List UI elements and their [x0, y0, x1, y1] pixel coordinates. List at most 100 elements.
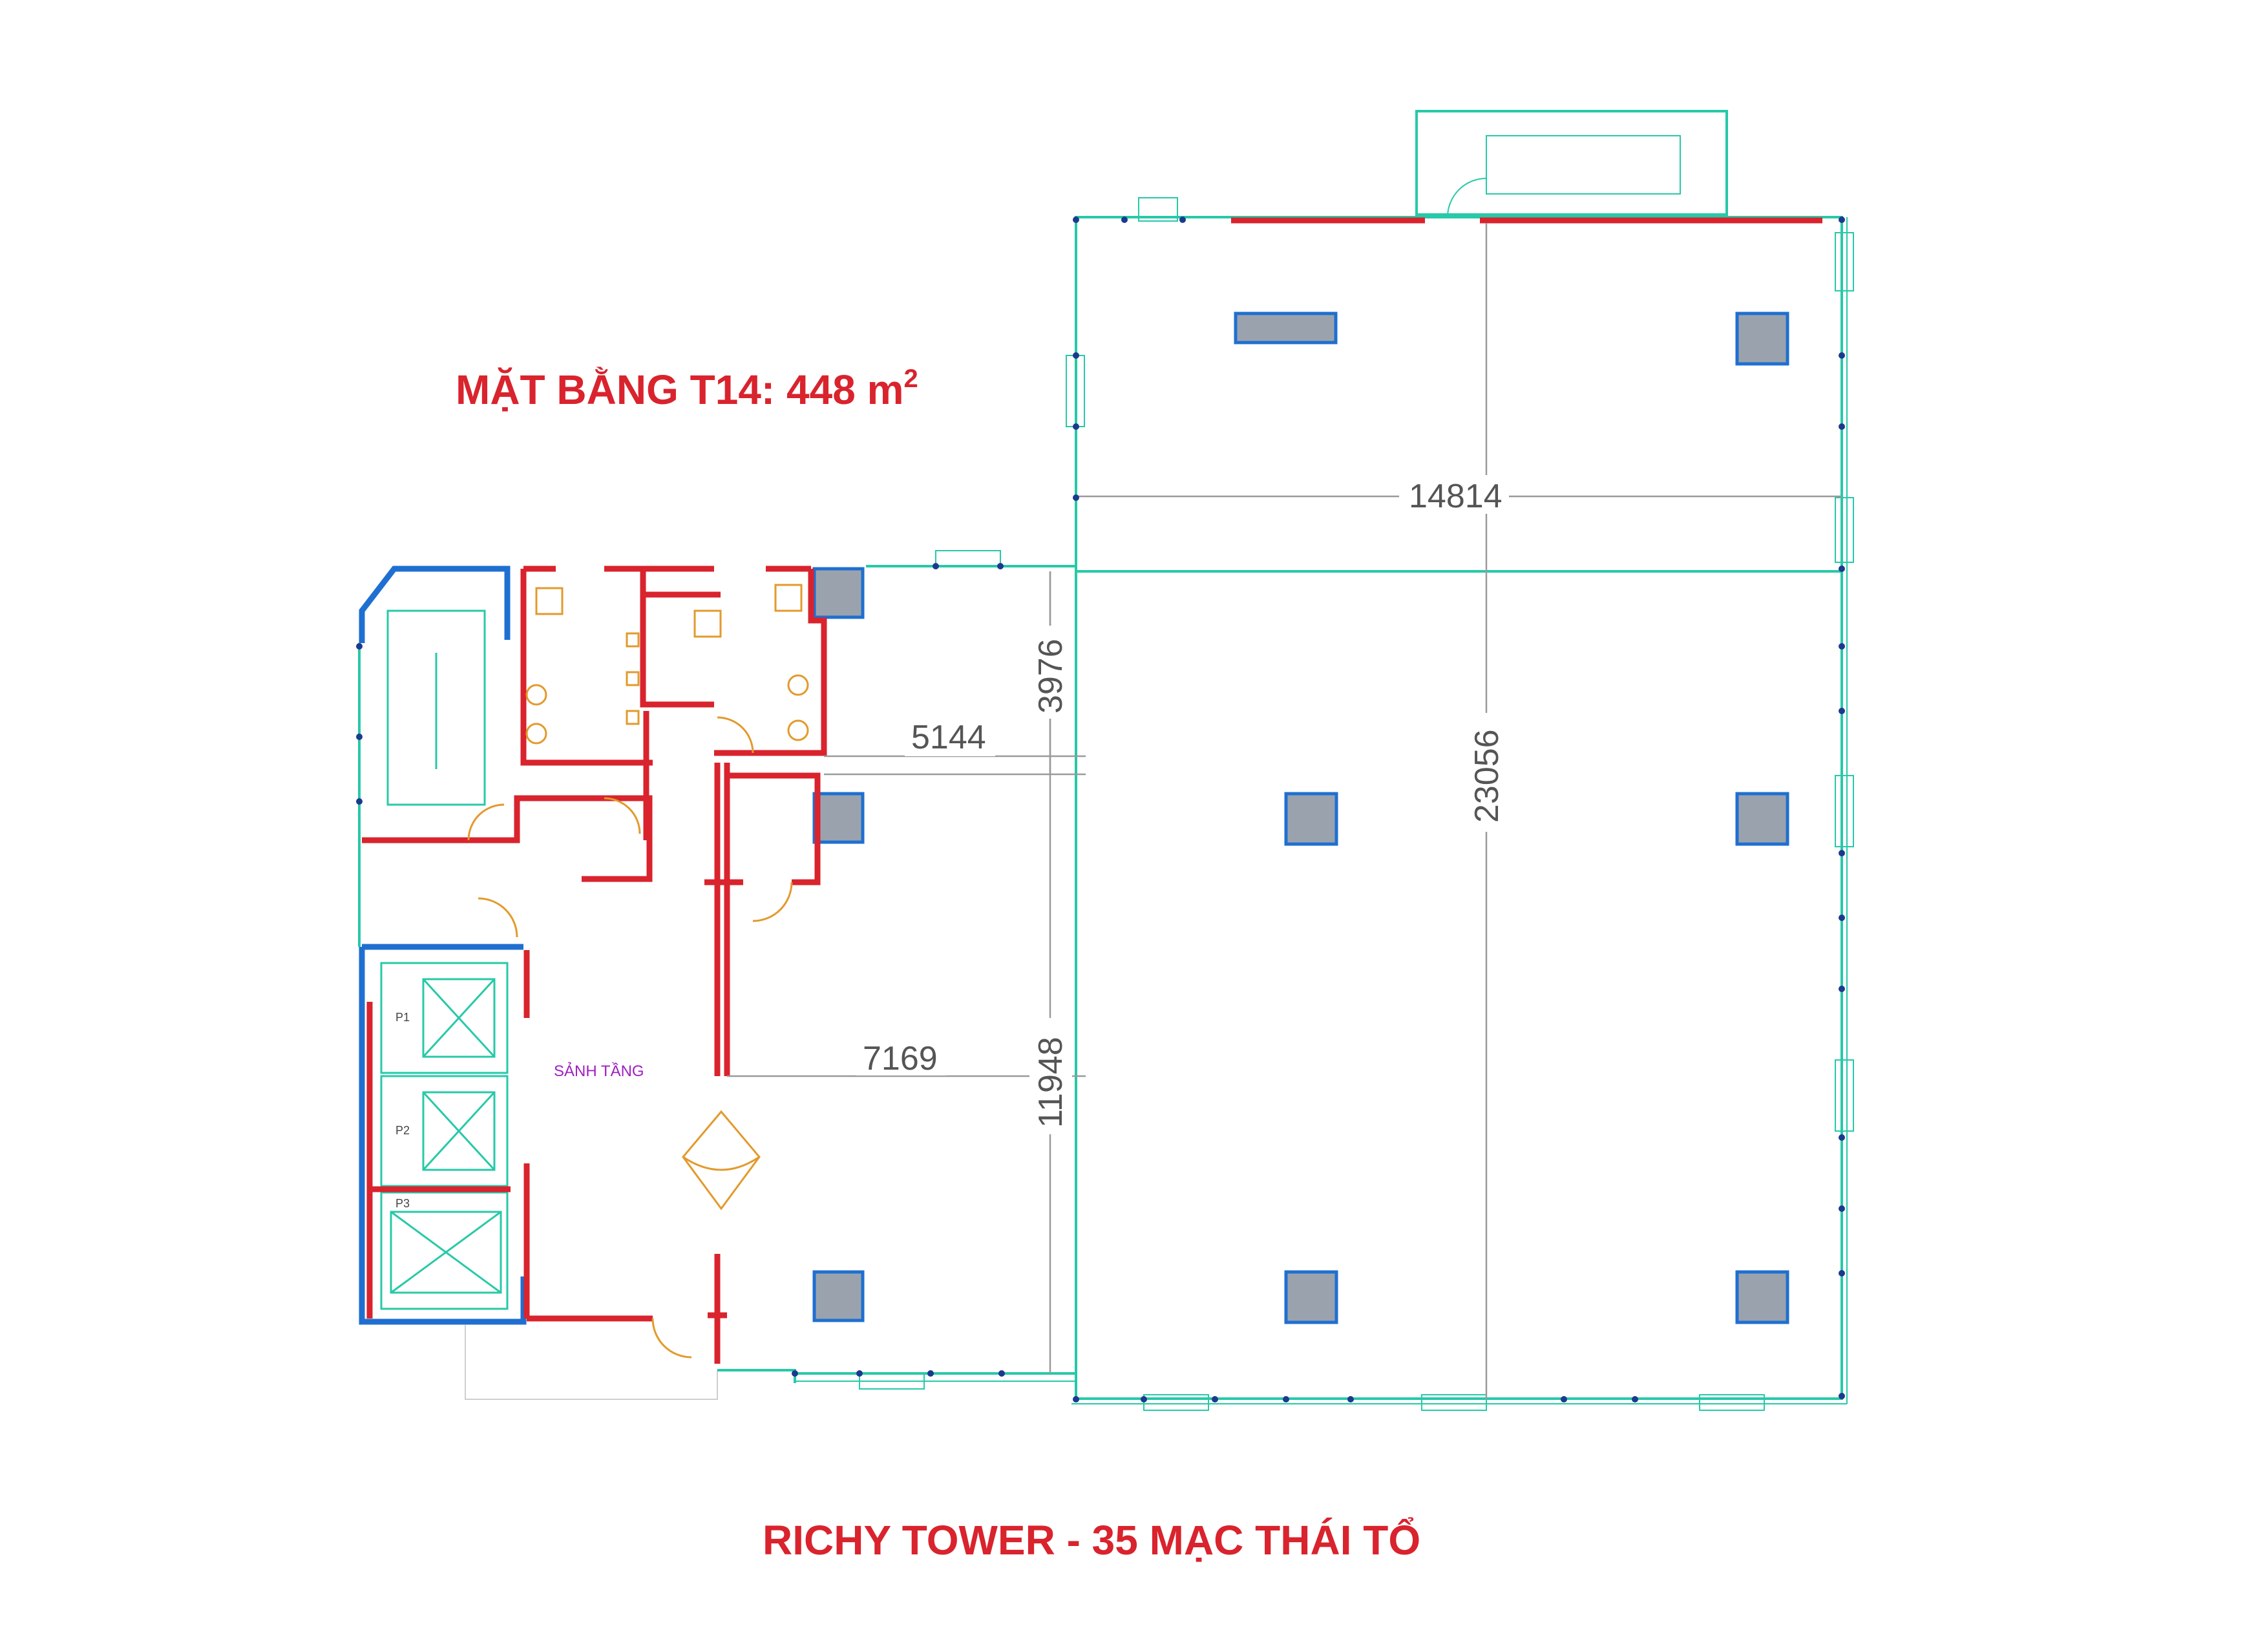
- node: [356, 643, 363, 650]
- node: [997, 563, 1004, 569]
- dim-label-3976: 3976: [1032, 639, 1070, 714]
- toilet-wall-1: [520, 569, 653, 766]
- node: [1839, 217, 1845, 223]
- dim-label-bg: [905, 721, 995, 756]
- columns: [812, 312, 1789, 1324]
- dim-label-11948-group: 11948: [1029, 1018, 1072, 1134]
- node: [1073, 423, 1079, 430]
- stair-core-wall: [359, 566, 511, 643]
- lift-shaft-p1: [380, 962, 509, 1074]
- node: [1839, 1134, 1845, 1141]
- lift-shaft-p3: [380, 1191, 509, 1310]
- wc: [693, 609, 722, 638]
- dim-label-3976-group: 3976: [1029, 626, 1072, 719]
- lobby-south-door: [651, 1318, 692, 1359]
- plan-title-superscript: 2: [903, 365, 918, 393]
- lift-car-p2: [422, 1091, 496, 1171]
- dim-label-7169-group: 7169: [856, 1040, 947, 1077]
- node: [1839, 1205, 1845, 1212]
- node: [927, 1370, 934, 1377]
- node: [1839, 986, 1845, 992]
- node: [1179, 217, 1186, 223]
- node: [933, 563, 939, 569]
- east-block-lower-outline: [1075, 570, 1843, 1400]
- middle-south-window: [859, 1373, 925, 1390]
- lift-label-p1: P1: [395, 1011, 410, 1024]
- toilet-door: [717, 716, 754, 754]
- corridor-wall-1: [362, 795, 653, 882]
- node: [356, 798, 363, 805]
- dim-label-11948: 11948: [1032, 1037, 1070, 1128]
- column: [1735, 792, 1789, 846]
- north-stair-door: [1447, 178, 1487, 218]
- node: [1283, 1396, 1289, 1403]
- glazing-nodes: [356, 217, 1845, 1403]
- south-balcony: [465, 1325, 718, 1400]
- dim-label-23056: 23056: [1468, 729, 1506, 823]
- node: [1839, 1393, 1845, 1399]
- east-block-upper-outline: [1075, 216, 1843, 573]
- stair-door: [467, 803, 505, 841]
- corridor-wall-4: [727, 772, 821, 885]
- urinal: [626, 710, 640, 725]
- column: [1284, 1270, 1338, 1324]
- node: [1839, 643, 1845, 650]
- east-window-2: [1835, 497, 1854, 563]
- lift-cross: [422, 1091, 496, 1171]
- node: [1073, 494, 1079, 501]
- entry-doors: [682, 1110, 761, 1211]
- lift-shaft-p2: [380, 1075, 509, 1187]
- lift-core-wall: [359, 947, 527, 1325]
- dim-label-7169: 7169: [863, 1040, 938, 1077]
- plan-title: MẶT BẰNG T14: 448 m2: [456, 365, 918, 413]
- service-core: P1 P2 P3 SẢNH TẦNG: [358, 566, 827, 1400]
- column: [812, 1270, 865, 1322]
- node: [1121, 217, 1128, 223]
- dim-label-bg: [1399, 475, 1509, 514]
- corridor-door: [478, 897, 518, 938]
- wc: [535, 587, 564, 615]
- toilet-wall-7: [714, 569, 827, 756]
- south-ramp: [717, 1369, 796, 1383]
- wc: [774, 584, 803, 612]
- column: [812, 567, 865, 619]
- node: [856, 1370, 863, 1377]
- urinal: [626, 632, 640, 648]
- middle-north-window: [935, 550, 1001, 567]
- column: [1234, 312, 1338, 344]
- basin: [525, 684, 547, 706]
- dim-label-bg: [1029, 1018, 1072, 1134]
- node: [1839, 850, 1845, 856]
- node: [998, 1370, 1005, 1377]
- node: [1073, 1396, 1079, 1403]
- east-block: [1066, 110, 1854, 1411]
- column: [812, 792, 865, 844]
- node: [1561, 1396, 1567, 1403]
- south-window-2: [1421, 1394, 1487, 1411]
- dim-label-5144: 5144: [911, 719, 986, 756]
- toilet-wall-5: [640, 569, 714, 708]
- dim-label-14814-group: 14814: [1399, 475, 1509, 515]
- node: [1073, 352, 1079, 359]
- stair: [386, 609, 486, 806]
- office-door: [752, 882, 793, 922]
- column: [1735, 1270, 1789, 1324]
- node: [1347, 1396, 1354, 1403]
- lift-label-p2: P2: [395, 1124, 410, 1137]
- basin: [787, 719, 809, 741]
- south-window-1: [1143, 1394, 1209, 1411]
- node: [1632, 1396, 1638, 1403]
- dimensions: 14814 23056 3976 5144 7169 11948: [727, 223, 1842, 1399]
- north-stair: [1415, 110, 1728, 216]
- east-window-4: [1835, 1059, 1854, 1132]
- north-stair-inner: [1486, 135, 1681, 195]
- node: [1839, 915, 1845, 921]
- node: [1839, 352, 1845, 359]
- basin: [787, 674, 809, 696]
- toilet-door: [604, 797, 641, 834]
- plan-title-main: MẶT BẰNG T14: 448 m: [456, 366, 903, 413]
- column: [1284, 792, 1338, 846]
- node: [1839, 708, 1845, 714]
- dim-label-bg: [1029, 626, 1072, 719]
